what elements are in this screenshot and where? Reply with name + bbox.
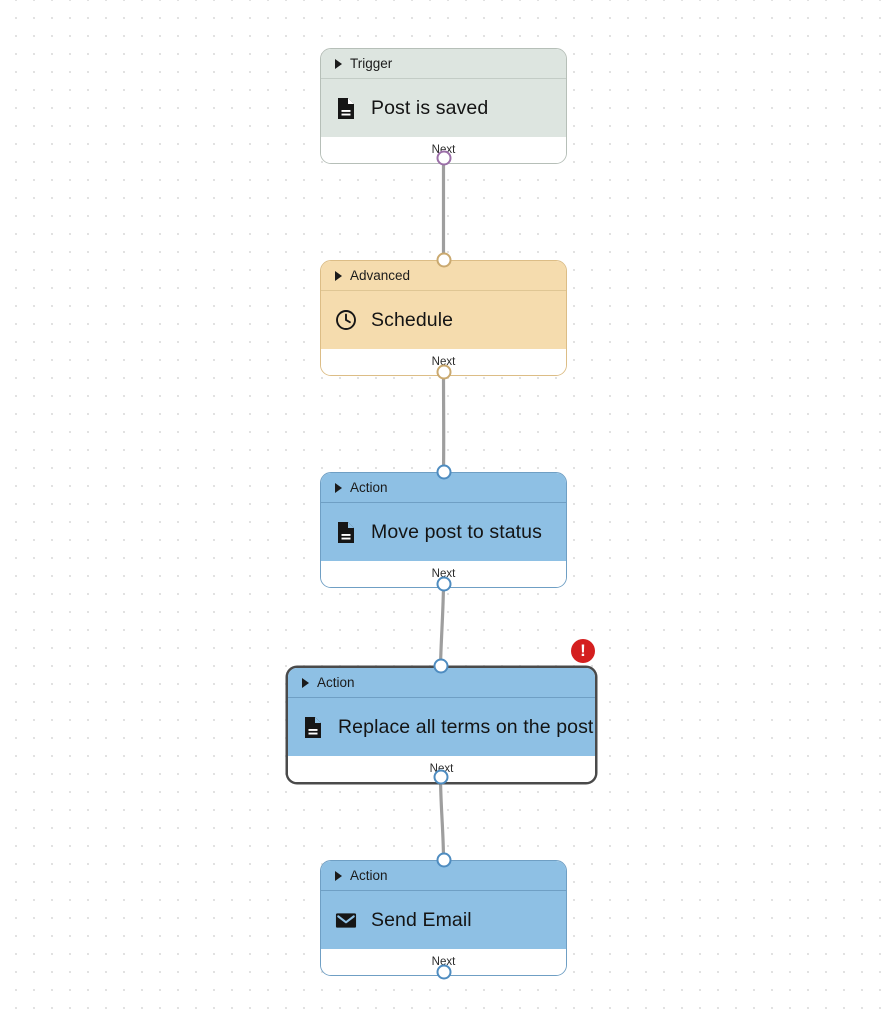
node-type-label: Action [350, 868, 388, 883]
port-send-email-in[interactable] [436, 852, 451, 868]
node-body-action[interactable]: Replace all terms on the post [288, 698, 595, 756]
port-advanced-out[interactable] [436, 364, 451, 380]
port-replace-terms-in[interactable] [433, 658, 448, 674]
node-type-label: Trigger [350, 56, 393, 71]
clock-icon [335, 308, 357, 332]
envelope-icon [335, 908, 357, 932]
port-move-post-in[interactable] [436, 464, 451, 480]
port-send-email-out[interactable] [436, 964, 451, 980]
port-trigger-out[interactable] [436, 150, 451, 166]
document-icon [302, 715, 324, 739]
chevron-right-icon[interactable] [335, 482, 342, 493]
node-footer-label: Next [431, 956, 456, 968]
node-header-trigger[interactable]: Trigger [321, 49, 566, 78]
chevron-right-icon[interactable] [302, 677, 309, 688]
workflow-node-advanced[interactable]: Advanced Schedule Next [320, 260, 567, 376]
connector-move-post-to-replace-terms [438, 581, 446, 667]
connector-replace-terms-to-send-email [438, 775, 446, 861]
node-divider [321, 290, 566, 291]
node-title: Move post to status [371, 520, 542, 543]
node-divider [288, 697, 595, 698]
node-divider [321, 502, 566, 503]
node-footer-label: Next [431, 356, 456, 368]
node-type-label: Action [317, 675, 355, 690]
node-title: Post is saved [371, 96, 489, 119]
node-divider [321, 890, 566, 891]
node-body-trigger[interactable]: Post is saved [321, 79, 566, 137]
node-divider [321, 78, 566, 79]
document-icon [335, 520, 357, 544]
node-type-label: Action [350, 480, 388, 495]
document-icon [335, 96, 357, 120]
node-body-advanced[interactable]: Schedule [321, 291, 566, 349]
node-title: Send Email [371, 908, 472, 931]
chevron-right-icon[interactable] [335, 870, 342, 881]
workflow-node-replace-all-terms[interactable]: Action Replace all terms on the post Nex… [286, 666, 597, 784]
error-exclamation-icon: ! [580, 641, 586, 660]
node-body-action[interactable]: Send Email [321, 891, 566, 949]
node-title: Replace all terms on the post [338, 715, 594, 738]
port-move-post-out[interactable] [436, 576, 451, 592]
port-advanced-in[interactable] [436, 252, 451, 268]
error-badge[interactable]: ! [571, 639, 595, 663]
chevron-right-icon[interactable] [335, 270, 342, 281]
node-body-action[interactable]: Move post to status [321, 503, 566, 561]
node-header-action[interactable]: Action [321, 861, 566, 890]
node-type-label: Advanced [350, 268, 411, 283]
chevron-right-icon[interactable] [335, 58, 342, 69]
workflow-node-move-post-to-status[interactable]: Action Move post to status Next [320, 472, 567, 588]
workflow-node-trigger[interactable]: Trigger Post is saved Next [320, 48, 567, 164]
node-title: Schedule [371, 308, 454, 331]
workflow-node-send-email[interactable]: Action Send Email Next [320, 860, 567, 976]
port-replace-terms-out[interactable] [433, 769, 448, 785]
node-footer-label: Next [431, 568, 456, 580]
